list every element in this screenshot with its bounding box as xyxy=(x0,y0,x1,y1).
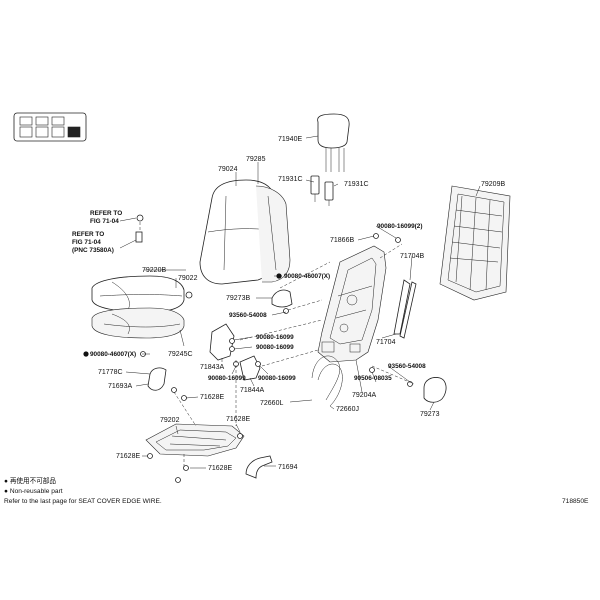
label-79245c: 79245C xyxy=(168,351,193,358)
label-71866b: 71866B xyxy=(330,237,354,244)
legend-line-2: ● Non-reusable part xyxy=(4,488,63,495)
label-93560-54008-a: 93560-54008 xyxy=(229,312,267,319)
release-handle-part xyxy=(147,367,167,391)
label-71694: 71694 xyxy=(278,464,298,471)
label-79024: 79024 xyxy=(218,166,238,173)
label-71844a: 71844A xyxy=(240,387,264,394)
assembly-lines xyxy=(139,222,415,470)
label-72660l: 72660L xyxy=(260,400,283,407)
label-71628e-a: 71628E xyxy=(200,394,224,401)
label-ref-b-3: (PNC 73580A) xyxy=(72,247,114,254)
label-90080-16099-d: 90080-16099 xyxy=(258,375,296,382)
label-ref-a-1: REFER TO xyxy=(90,210,122,217)
label-71628e-d: 71628E xyxy=(208,465,232,472)
seat-cushion-frame-part xyxy=(145,423,245,457)
label-ref-b-1: REFER TO xyxy=(72,231,104,238)
label-71704b: 71704B xyxy=(400,253,424,260)
label-ref-b-2: FIG 71-04 xyxy=(72,239,101,246)
label-71628e-b: 71628E xyxy=(226,416,250,423)
hinge-cover-part xyxy=(209,323,261,381)
part-labels: 71940E 79285 79024 71931C 71931C 79209B … xyxy=(72,136,505,472)
label-90080-16099-a: 90080-16099 xyxy=(256,334,294,341)
figure-code: 718850E xyxy=(562,498,589,505)
seatback-cushion-part xyxy=(199,179,291,285)
non-reusable-mark xyxy=(83,351,89,357)
label-79204a: 79204A xyxy=(352,392,376,399)
legend-line-1: ● 再使用不可部品 xyxy=(4,476,56,485)
seat-cushion-part xyxy=(91,275,185,339)
label-90080-16099-2: 90080-16099(2) xyxy=(377,223,422,230)
label-90080-46007-x-a: 90080-46007(X) xyxy=(284,273,330,280)
seat-position-key xyxy=(13,112,87,142)
label-79220b: 79220B xyxy=(142,267,166,274)
label-71931c-right: 71931C xyxy=(344,181,369,188)
label-71843a: 71843A xyxy=(200,364,224,371)
label-90506-08035: 90506-08035 xyxy=(354,375,392,382)
label-79285: 79285 xyxy=(246,156,266,163)
label-90080-16099-b: 90080-16099 xyxy=(256,344,294,351)
label-90080-46007-x-b: 90080-46007(X) xyxy=(90,351,136,358)
label-71940e: 71940E xyxy=(278,136,302,143)
label-79202: 79202 xyxy=(160,417,180,424)
label-ref-a-2: FIG 71-04 xyxy=(90,218,119,225)
headrest-support-part xyxy=(310,175,334,206)
label-79273: 79273 xyxy=(420,411,440,418)
trim-cover-part xyxy=(245,455,273,479)
release-cable-part xyxy=(311,355,343,407)
label-71693a: 71693A xyxy=(108,383,132,390)
bracket-part xyxy=(271,289,293,308)
headrest-part xyxy=(317,113,350,172)
label-79209b: 79209B xyxy=(481,181,505,188)
label-71778c: 71778C xyxy=(98,369,123,376)
label-79273b: 79273B xyxy=(226,295,250,302)
label-71704: 71704 xyxy=(376,339,396,346)
label-72660j: 72660J xyxy=(336,406,359,413)
label-93560-54008-b: 93560-54008 xyxy=(388,363,426,370)
non-reusable-mark xyxy=(276,273,282,279)
seatback-frame-part xyxy=(317,245,387,363)
label-71628e-c: 71628E xyxy=(116,453,140,460)
trim-bar-part xyxy=(393,279,417,339)
knob-part xyxy=(423,377,447,403)
label-90080-16099-c: 90080-16099 xyxy=(208,375,246,382)
leader-lines xyxy=(119,135,481,469)
legend-line-3: Refer to the last page for SEAT COVER ED… xyxy=(4,498,162,505)
label-71931c-left: 71931C xyxy=(278,176,303,183)
label-79022: 79022 xyxy=(178,275,198,282)
legend: ● 再使用不可部品 ● Non-reusable part Refer to t… xyxy=(4,476,162,505)
seatback-board-part xyxy=(439,185,511,301)
